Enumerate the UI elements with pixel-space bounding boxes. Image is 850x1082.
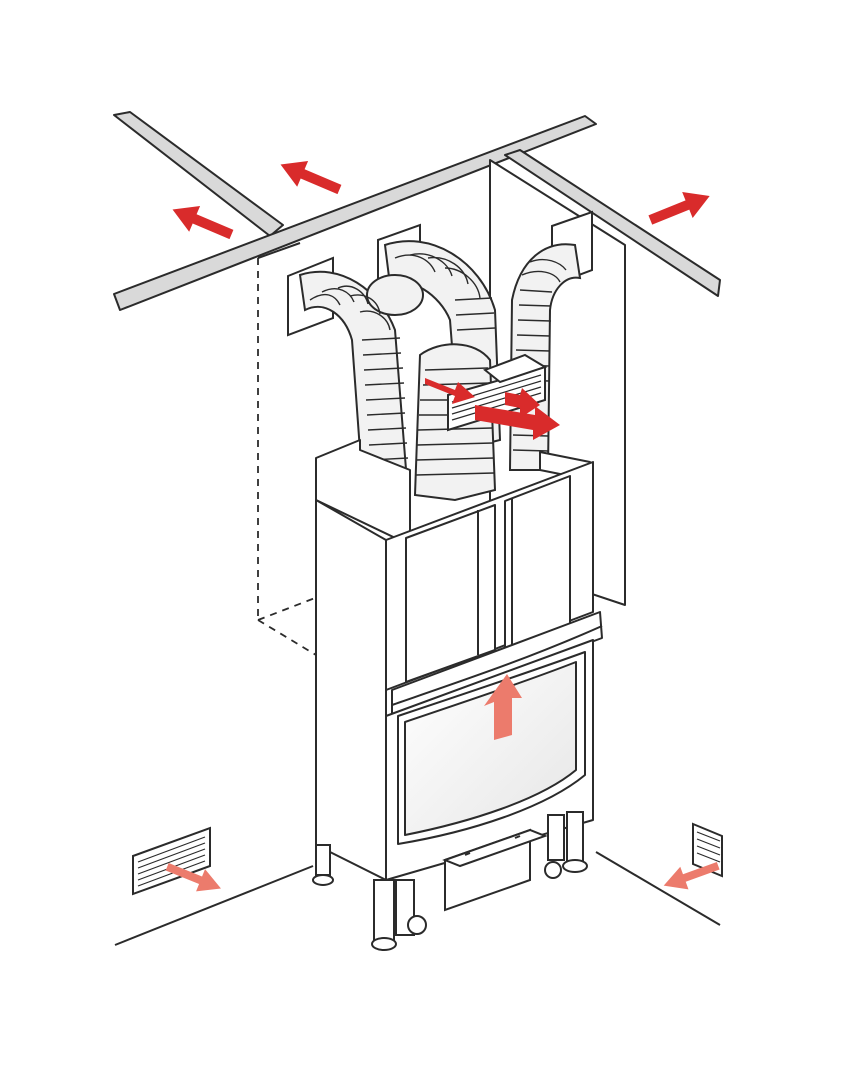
floor-grille-left [132,826,211,896]
firebox-glass-door [404,661,577,836]
hot-air-out-left-icon [172,205,234,240]
ceiling-beam-front [113,115,597,311]
cool-air-in-left-icon [165,863,221,892]
upper-panel-right [504,475,571,649]
ceiling-beams [113,111,721,311]
cool-air-in-right-icon [663,861,720,890]
leg-front-right [547,814,565,861]
duct-bulge [366,274,424,316]
fireplace-legs [312,811,588,951]
hot-air-grille-icon [425,378,560,440]
fireplace-left-side [315,499,387,881]
floor-lines [114,851,721,946]
upper-panel-left [405,504,496,683]
ceiling-beam-right [504,149,721,297]
ash-drawer [442,828,548,912]
ceiling-beam-left [113,111,284,237]
hot-air-out-right-icon [648,192,710,225]
hot-air-out-center-icon [280,160,342,195]
fireplace-body [315,439,603,881]
firebox-draft-icon [484,674,522,740]
door-handle-bar [391,611,603,717]
leg-rear-left [315,844,331,876]
leg-front-left [373,879,395,941]
